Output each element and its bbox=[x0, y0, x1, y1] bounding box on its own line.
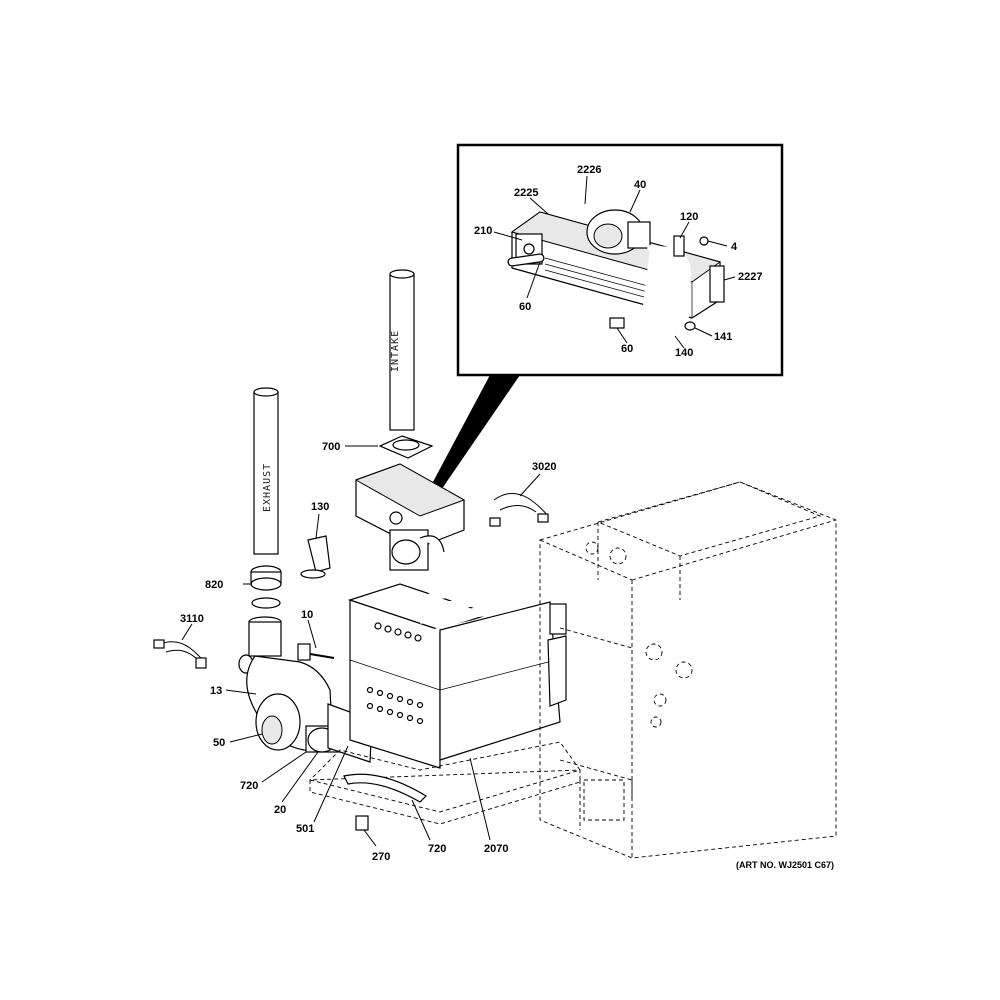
burner-box-assembly bbox=[354, 463, 466, 571]
bracket-720: 720 bbox=[343, 773, 446, 855]
callout-720-left: 720 bbox=[240, 780, 258, 792]
furnace-cabinet bbox=[539, 481, 837, 859]
callout-270: 270 bbox=[372, 851, 390, 863]
intake-flange-700: 700 bbox=[322, 435, 434, 459]
wire-harness-3020: 3020 bbox=[489, 461, 556, 527]
heat-exchanger-assembly: 2070 bbox=[348, 573, 567, 855]
intake-pipe-label: INTAKE bbox=[390, 330, 401, 372]
callout-700: 700 bbox=[322, 441, 340, 453]
callout-720-right: 720 bbox=[428, 843, 446, 855]
callout-2070: 2070 bbox=[484, 843, 508, 855]
callout-120: 120 bbox=[680, 211, 698, 223]
burner-manifold-assembly bbox=[507, 209, 725, 339]
callout-501: 501 bbox=[296, 823, 314, 835]
intake-pipe: INTAKE bbox=[389, 269, 415, 431]
callout-10: 10 bbox=[301, 609, 313, 621]
callout-60-upper: 60 bbox=[519, 301, 531, 313]
callout-20: 20 bbox=[274, 804, 286, 816]
callout-140: 140 bbox=[675, 347, 693, 359]
callout-40: 40 bbox=[634, 179, 646, 191]
art-number: (ART NO. WJ2501 C67) bbox=[736, 860, 834, 870]
callout-50: 50 bbox=[213, 737, 225, 749]
callout-60-lower: 60 bbox=[621, 343, 633, 355]
coupling-820: 820 bbox=[205, 565, 282, 609]
exhaust-pipe-label: EXHAUST bbox=[262, 463, 273, 512]
exhaust-pipe: EXHAUST bbox=[253, 387, 279, 555]
panel-holes bbox=[366, 622, 424, 725]
base-plate bbox=[309, 741, 581, 825]
callout-13: 13 bbox=[210, 685, 222, 697]
sensor-10: 10 bbox=[297, 609, 335, 661]
callout-210: 210 bbox=[474, 225, 492, 237]
inset-detail: 2226 40 2225 120 210 4 2227 60 141 60 14… bbox=[410, 143, 784, 528]
inset-leader-lines bbox=[493, 175, 736, 349]
callout-820: 820 bbox=[205, 579, 223, 591]
callout-3110: 3110 bbox=[180, 613, 204, 625]
pipe-fitting-130: 130 bbox=[300, 501, 331, 579]
callout-141: 141 bbox=[714, 331, 732, 343]
switch-270: 270 bbox=[355, 815, 390, 863]
callout-130: 130 bbox=[311, 501, 329, 513]
callout-2227: 2227 bbox=[738, 271, 762, 283]
callout-3020: 3020 bbox=[532, 461, 556, 473]
callout-2226: 2226 bbox=[577, 164, 601, 176]
wire-harness-3110: 3110 bbox=[153, 613, 207, 669]
callout-4: 4 bbox=[731, 241, 738, 253]
callout-2225: 2225 bbox=[514, 187, 538, 199]
